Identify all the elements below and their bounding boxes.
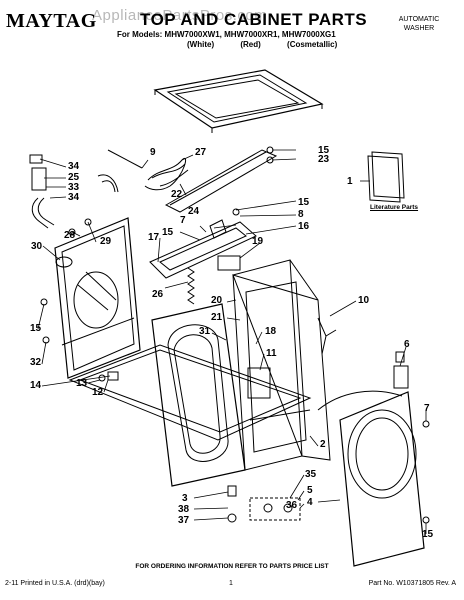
- part-label: 26: [152, 289, 164, 300]
- part-label: 15: [162, 227, 174, 238]
- page-number: 1: [229, 580, 233, 587]
- wire-harness: [144, 157, 189, 191]
- part-label: 15: [30, 323, 42, 334]
- spring: [187, 267, 195, 305]
- part-label: 12: [92, 387, 104, 398]
- variant-white: (White): [187, 40, 215, 49]
- part-label: 32: [30, 357, 42, 368]
- part-label: 23: [318, 154, 330, 165]
- part-label: 38: [178, 504, 190, 515]
- part-label: 31: [199, 326, 211, 337]
- literature-parts-caption: Literature Parts: [370, 204, 419, 211]
- part-label: 16: [298, 221, 310, 232]
- model-list: For Models: MHW7000XW1, MHW7000XR1, MHW7…: [117, 30, 336, 39]
- part-label: 29: [100, 236, 112, 247]
- part-label: 34: [68, 192, 80, 203]
- part-label: 21: [211, 312, 223, 323]
- rear-panel: [54, 217, 141, 379]
- part-label: 33: [68, 182, 80, 193]
- part-label: 7: [424, 403, 430, 414]
- category-line-1: AUTOMATIC: [398, 16, 440, 23]
- brand-logo: MAYTAG: [6, 10, 97, 32]
- part-label: 35: [305, 469, 317, 480]
- part-label: 1: [347, 176, 353, 187]
- front-door-panel: [317, 390, 425, 567]
- part-label: 13: [76, 378, 88, 389]
- part-label: 20: [211, 295, 223, 306]
- category-line-2: WASHER: [403, 25, 435, 32]
- part-label: 9: [150, 147, 156, 158]
- part-label: 27: [195, 147, 207, 158]
- watermark: AppliancePartsPros.com: [92, 7, 268, 24]
- part-label: 8: [298, 209, 304, 220]
- part-label: 7: [180, 215, 186, 226]
- literature-booklet: [367, 151, 405, 203]
- control-bracket: [149, 219, 257, 279]
- part-label: 15: [298, 197, 310, 208]
- part-label: 5: [307, 485, 313, 496]
- part-label: 18: [265, 326, 277, 337]
- part-label: 19: [252, 236, 264, 247]
- part-label: 22: [171, 189, 183, 200]
- base-frame: [68, 344, 312, 441]
- part-label: 36: [286, 500, 298, 511]
- part-label: 10: [358, 295, 370, 306]
- part-label: 4: [307, 497, 313, 508]
- part-label: 28: [64, 230, 76, 241]
- page-title: TOP AND CABINET PARTS: [140, 10, 368, 29]
- part-label: 11: [266, 348, 277, 359]
- part-label: 14: [30, 380, 42, 391]
- part-label: 25: [68, 172, 80, 183]
- part-label: 24: [188, 206, 200, 217]
- part-label: 15: [422, 529, 434, 540]
- switch-assembly: [317, 317, 409, 389]
- top-panel: [153, 69, 324, 133]
- part-label: 30: [31, 241, 43, 252]
- print-info: 2-11 Printed in U.S.A. (drd)(bay): [5, 580, 105, 587]
- model-variants: (White) (Red) (Cosmetallic): [187, 40, 359, 49]
- ordering-note: FOR ORDERING INFORMATION REFER TO PARTS …: [135, 563, 329, 570]
- part-label: 37: [178, 515, 190, 526]
- small-parts: [40, 208, 430, 524]
- part-label: 6: [404, 339, 410, 350]
- leader-lines: [37, 149, 427, 534]
- hose-assembly: [29, 154, 119, 268]
- variant-red: (Red): [240, 40, 261, 49]
- top-brace: [164, 146, 278, 213]
- part-label: 15: [318, 145, 330, 156]
- part-label: 3: [182, 493, 188, 504]
- part-label: 2: [320, 439, 326, 450]
- part-label: 34: [68, 161, 80, 172]
- part-number: Part No. W10371805 Rev. A: [368, 580, 456, 587]
- cabinet-frame: [232, 259, 331, 471]
- variant-cosmetallic: (Cosmetallic): [287, 40, 338, 49]
- part-label: 17: [148, 232, 160, 243]
- rod-part: [107, 149, 143, 169]
